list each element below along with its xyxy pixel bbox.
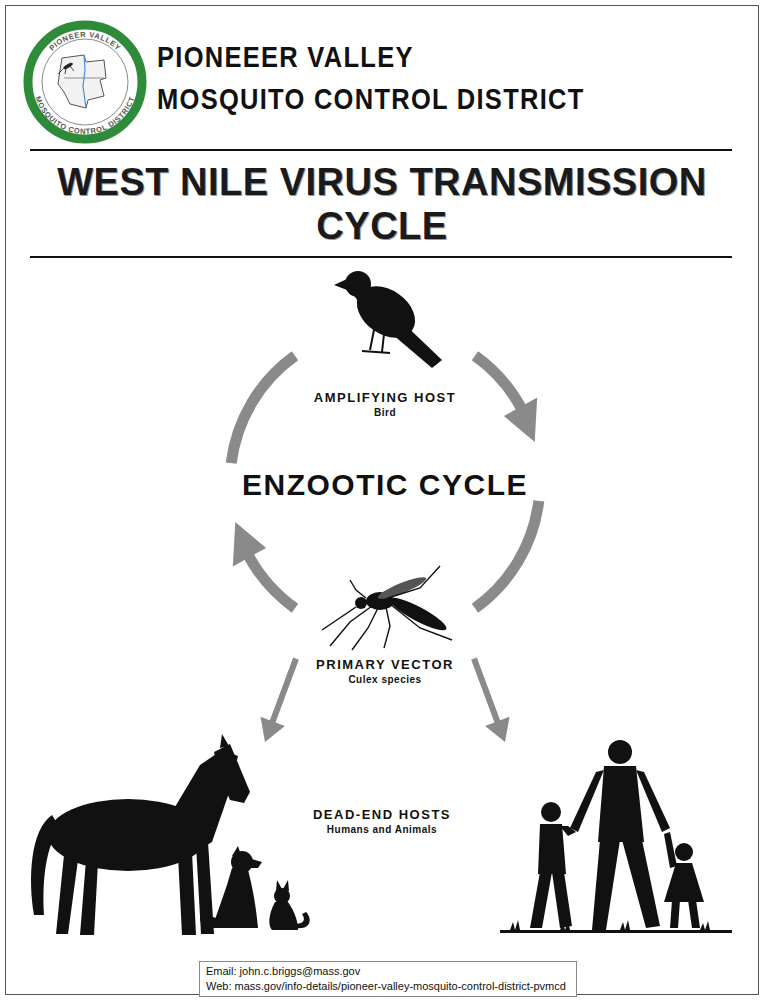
horse-silhouette-part (56, 855, 78, 934)
org-name: PIONEEER VALLEY (157, 40, 414, 74)
logo-text: MOSQUITO CONTROL DISTRICT (33, 95, 136, 136)
contact-box: Email: john.c.briggs@mass.govWeb: mass.g… (199, 961, 577, 997)
arrowhead (261, 717, 285, 742)
diagram-title: WEST NILE VIRUS TRANSMISSION CYCLE (32, 160, 732, 248)
horse-silhouette-part (178, 852, 196, 935)
family-silhouette-part (608, 740, 632, 764)
family-silhouette-part (670, 900, 680, 928)
family-silhouette-part (598, 766, 644, 842)
family-silhouette-part (538, 824, 566, 874)
node-subtext: Bird (300, 407, 470, 418)
logo-text: MOSQUITO CONTROL DISTRICT (33, 95, 136, 136)
arrow-shaft (271, 659, 296, 726)
logo-text: PIONEER VALLEY (47, 30, 122, 53)
cat-silhouette-part (269, 902, 298, 930)
logo-seal-part (28, 25, 142, 139)
family-silhouette-part (560, 826, 576, 836)
logo-seal-part (83, 55, 86, 108)
dog-silhouette-part (232, 846, 242, 858)
cat-silhouette (269, 880, 309, 930)
header-rule (30, 149, 732, 151)
title-rule (30, 256, 732, 258)
logo-seal-part (58, 55, 106, 108)
node-subtext: Humans and Animals (15, 824, 749, 835)
mosquito-silhouette-part-part (350, 580, 366, 598)
arrowhead (485, 717, 509, 742)
cat-silhouette-part (276, 880, 282, 891)
vector-node: PRIMARY VECTOR Culex species (300, 565, 470, 695)
bird-silhouette-part (392, 318, 442, 368)
family-silhouette-part (664, 832, 677, 868)
logo-seal-part (64, 78, 104, 79)
logo-seal-part-part (70, 66, 74, 71)
mosquito-silhouette (322, 566, 452, 650)
dog-silhouette (200, 846, 262, 928)
mosquito-silhouette-part (386, 593, 449, 635)
org-name: MOSQUITO CONTROL DISTRICT (157, 82, 585, 116)
page-border (6, 6, 759, 995)
bird-silhouette-part (382, 334, 384, 352)
bird-silhouette (334, 271, 442, 368)
family-silhouette-part (570, 770, 604, 832)
horse-silhouette (31, 734, 250, 935)
family-silhouette-part (530, 872, 552, 928)
horse-silhouette-part (220, 734, 229, 748)
dog-silhouette-part (246, 858, 262, 868)
horse-silhouette-part (31, 815, 60, 915)
dog-silhouette-part (212, 868, 258, 928)
mosquito-silhouette-part-part (388, 566, 440, 598)
mosquito-silhouette-part (330, 566, 452, 650)
logo-seal-part-part (63, 62, 73, 70)
transmission-arrow (474, 659, 510, 742)
arrowhead (233, 522, 266, 566)
family-silhouette-part (675, 843, 693, 861)
node-subtext: Web: mass.gov/info-details/pioneer-valle… (206, 979, 568, 994)
mosquito-silhouette-part (322, 607, 356, 630)
logo-seal-part (58, 62, 74, 74)
family-silhouette-part (500, 930, 732, 933)
mosquito-silhouette-part-part (384, 607, 390, 648)
host-node: AMPLIFYING HOST Bird (300, 268, 470, 428)
mosquito-silhouette-part (355, 597, 367, 609)
node-heading: DEAD-END HOSTS (15, 807, 749, 822)
bird-silhouette-part (370, 330, 374, 350)
family-silhouette-part (622, 840, 660, 928)
bird-silhouette-part (350, 290, 372, 312)
logo-seal-part-part (65, 68, 66, 74)
horse-silhouette-part (214, 744, 250, 803)
node-subtext: Culex species (300, 674, 470, 685)
bird-silhouette-part (334, 279, 347, 290)
node-heading: Email: john.c.briggs@mass.gov (206, 964, 568, 979)
arrowhead (504, 398, 537, 442)
family-silhouette-part (592, 840, 620, 930)
horse-silhouette-part (80, 860, 98, 935)
dog-silhouette-part (200, 914, 216, 926)
transmission-arrow (261, 659, 297, 742)
node-heading: PRIMARY VECTOR (300, 657, 470, 672)
mosquito-silhouette-part-part (352, 608, 378, 650)
family-silhouette-part (510, 920, 710, 930)
cycle-label: ENZOOTIC CYCLE (242, 468, 528, 502)
node-heading: AMPLIFYING HOST (300, 390, 470, 405)
arrow-shaft (474, 659, 499, 726)
family-silhouette-part (552, 872, 572, 928)
logo-text: PIONEER VALLEY (47, 30, 122, 53)
logo-seal: PIONEER VALLEY MOSQUITO CONTROL DISTRICT (28, 25, 142, 139)
cat-silhouette-part (283, 880, 289, 891)
logo-seal-part-part (58, 69, 63, 74)
family-silhouette-part (541, 802, 561, 822)
mosquito-silhouette-part-part (390, 604, 452, 640)
family-silhouette (500, 740, 732, 933)
bird-silhouette-part (362, 351, 390, 353)
logo-seal-part (42, 39, 128, 125)
mosquito-silhouette-part-part (330, 606, 372, 646)
cat-silhouette-part (294, 912, 310, 928)
family-silhouette-part (664, 863, 704, 902)
dead-end-node: DEAD-END HOSTS Humans and Animals (15, 745, 749, 945)
family-silhouette-part (636, 770, 670, 832)
family-silhouette-part (688, 900, 700, 928)
